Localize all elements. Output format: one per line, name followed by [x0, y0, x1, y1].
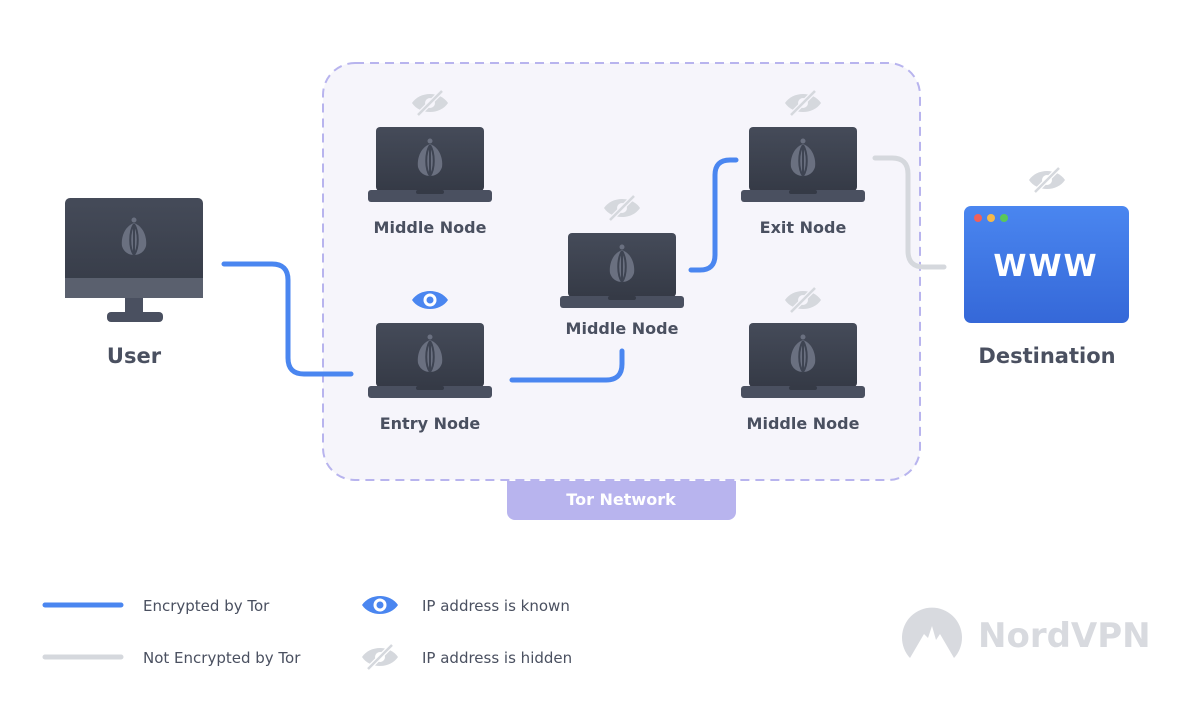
nordvpn-brand: NordVPN: [978, 616, 1151, 656]
user-label: User: [107, 344, 162, 368]
laptop-icon: [741, 323, 865, 398]
legend-ip-known-label: IP address is known: [422, 597, 570, 615]
node-label-bottom-middle: Middle Node: [747, 414, 860, 433]
legend-ip-hidden-label: IP address is hidden: [422, 649, 572, 667]
node-label-exit: Exit Node: [760, 218, 847, 237]
encrypted-line-entry-middle: [509, 348, 625, 383]
laptop-icon: [560, 233, 684, 308]
encrypted-line-middle-exit: [688, 157, 739, 273]
www-text: WWW: [993, 249, 1098, 284]
laptop-icon: [741, 127, 865, 202]
tor-network-tab: [507, 481, 736, 520]
user-computer-icon: [65, 198, 203, 322]
legend-not-encrypted-label: Not Encrypted by Tor: [143, 649, 301, 667]
legend-eye-known-icon: [362, 596, 398, 614]
eye-hidden-icon: [1029, 166, 1065, 194]
encrypted-line-user-entry: [221, 261, 354, 377]
legend-eye-hidden-icon: [362, 643, 398, 671]
node-label-entry: Entry Node: [380, 414, 481, 433]
node-label-top-middle: Middle Node: [374, 218, 487, 237]
laptop-icon: [368, 127, 492, 202]
destination-label: Destination: [978, 344, 1115, 368]
tor-network-label: Tor Network: [566, 490, 676, 509]
node-label-center-middle: Middle Node: [566, 319, 679, 338]
nordvpn-logo-icon: [902, 607, 962, 658]
plain-line-exit-destination: [872, 155, 947, 270]
browser-window-icon: [964, 206, 1129, 323]
legend-encrypted-label: Encrypted by Tor: [143, 597, 270, 615]
laptop-icon: [368, 323, 492, 398]
